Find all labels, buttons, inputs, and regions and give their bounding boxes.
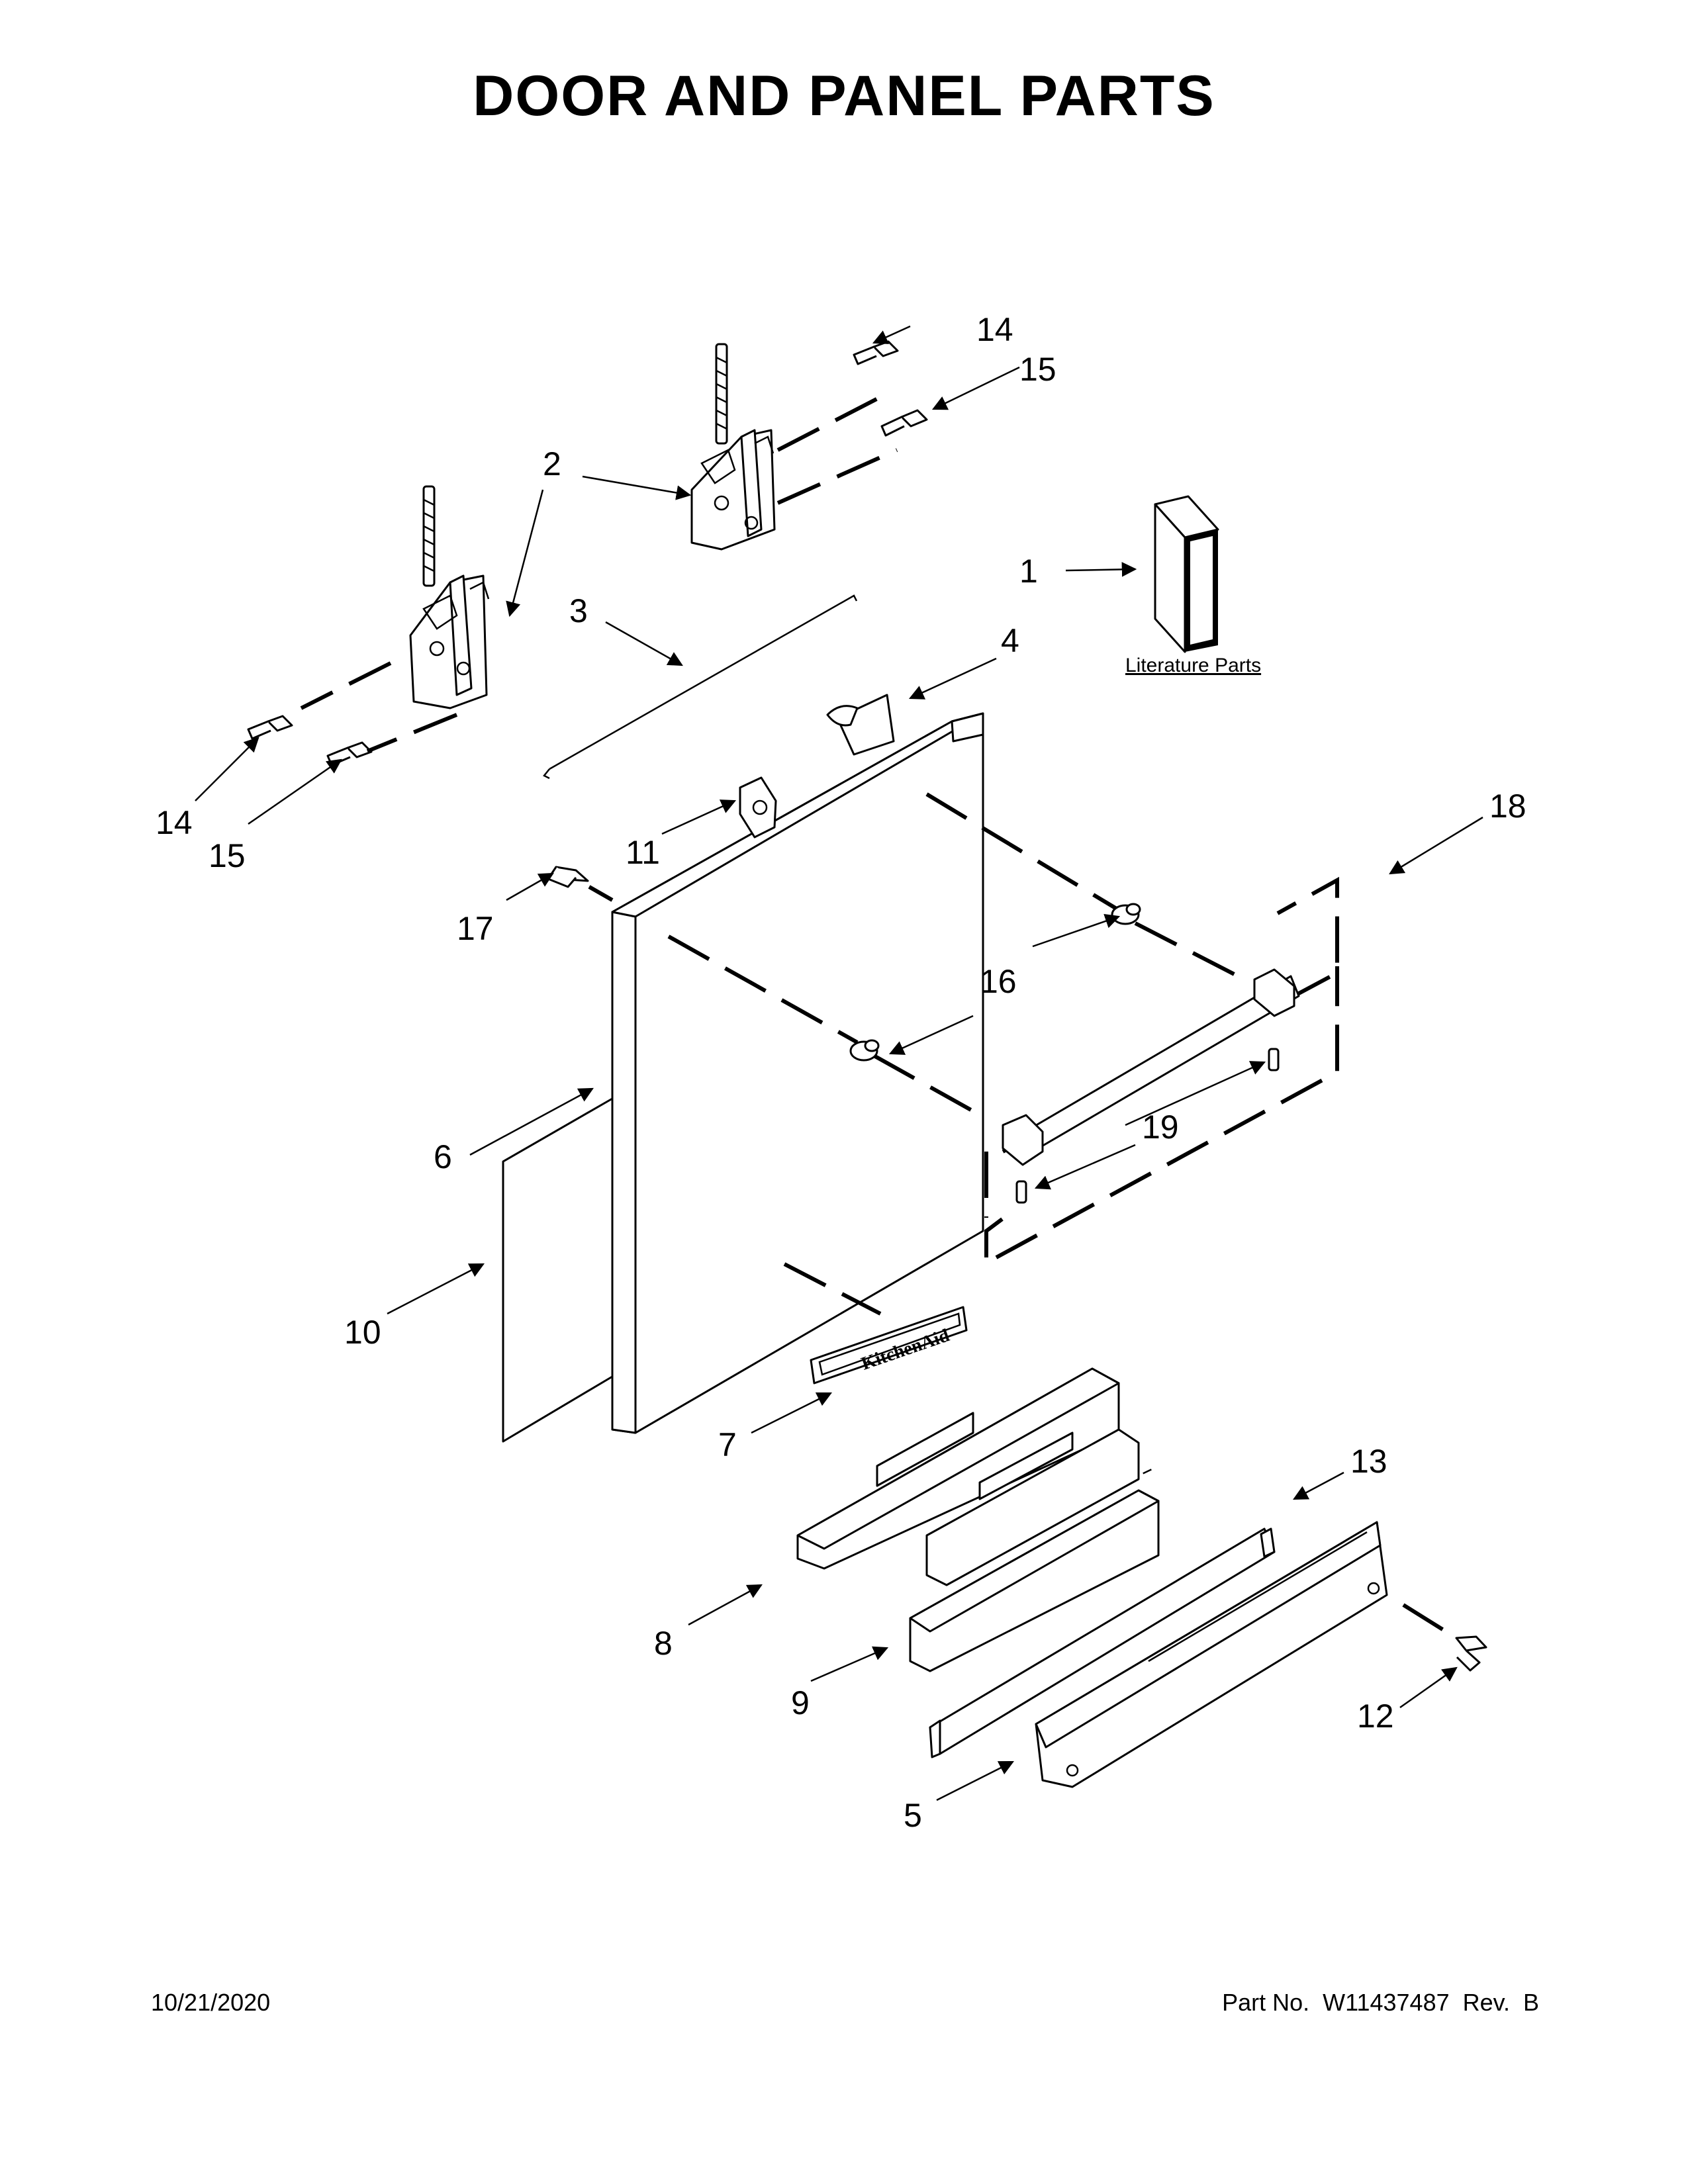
callout-5: 5: [904, 1797, 922, 1834]
door-hinge-left: [409, 485, 490, 709]
page-title: DOOR AND PANEL PARTS: [473, 64, 1215, 128]
door-latch: [826, 694, 895, 756]
callout-1: 1: [1019, 553, 1038, 590]
door-clip: [739, 776, 777, 839]
handle-set-screw-left: [1015, 1180, 1027, 1204]
callout-7: 7: [718, 1426, 737, 1463]
outer-door-panel: [611, 712, 984, 1434]
handle-set-screw-right: [1268, 1048, 1280, 1071]
door-handle: [1002, 968, 1300, 1166]
hinge-screw-15-left: [326, 741, 373, 766]
literature-book-icon: [1154, 495, 1219, 653]
callout-6: 6: [434, 1138, 452, 1175]
callout-16: 16: [980, 963, 1017, 1000]
bracket-screw: [1455, 1635, 1487, 1672]
footer-part-number: Part No. W11437487 Rev. B: [1222, 1989, 1539, 2016]
kick-strip: [929, 1527, 1276, 1758]
callout-10: 10: [344, 1314, 381, 1351]
handle-mount-upper: [1111, 903, 1141, 925]
callout-19: 19: [1142, 1109, 1179, 1146]
callout-14-left: 14: [156, 804, 193, 841]
callout-18: 18: [1489, 788, 1526, 825]
hinge-screw-14-left: [247, 715, 293, 740]
callout-15-top: 15: [1019, 351, 1056, 388]
door-insulation-pad: [502, 1097, 614, 1443]
callout-14-top: 14: [976, 311, 1013, 348]
callout-13: 13: [1350, 1443, 1387, 1480]
callout-9: 9: [791, 1684, 810, 1721]
footer-date: 10/21/2020: [151, 1989, 271, 2016]
hinge-screw-15-top: [880, 409, 928, 437]
callout-3: 3: [569, 592, 588, 629]
lower-toe-bracket: [1035, 1521, 1388, 1788]
toe-kick-panel-lower: [909, 1428, 1160, 1672]
leader-lines: [195, 325, 1483, 1801]
callout-2: 2: [543, 445, 561, 482]
door-rod: [543, 594, 858, 780]
callout-15-left: 15: [209, 837, 246, 874]
handle-mount-lower: [849, 1039, 880, 1062]
callout-12: 12: [1357, 1698, 1394, 1735]
door-hinge-right: [690, 343, 776, 551]
toe-kick-panel-upper: [796, 1367, 1120, 1570]
callout-4: 4: [1001, 622, 1019, 659]
callout-8: 8: [654, 1625, 673, 1662]
literature-parts-label: Literature Parts: [1125, 655, 1261, 676]
callout-11: 11: [626, 834, 660, 871]
door-screw: [547, 866, 589, 888]
callout-17: 17: [457, 910, 494, 947]
hinge-screw-14-top: [853, 340, 899, 365]
